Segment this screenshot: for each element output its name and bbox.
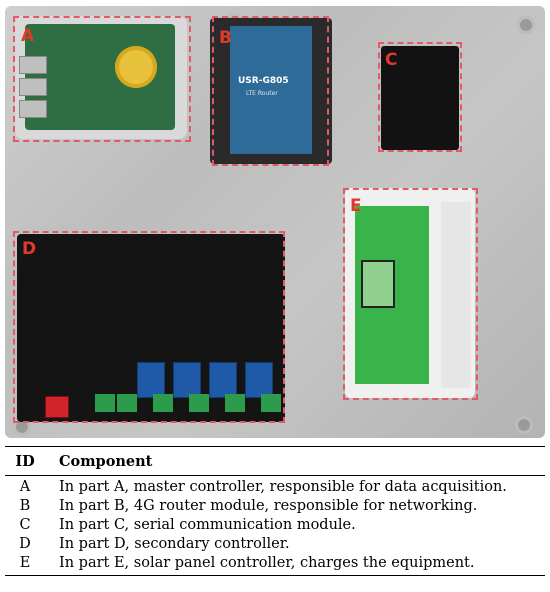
row-text: In part D, secondary controller. <box>59 536 290 552</box>
label-d: D <box>22 239 37 259</box>
table-row: B In part B, 4G router module, responsib… <box>5 497 545 516</box>
red-switch <box>45 396 69 418</box>
usb-port <box>19 56 47 74</box>
table-top-rule <box>5 446 545 447</box>
label-b: B <box>219 28 232 48</box>
table-row: E In part E, solar panel controller, cha… <box>5 554 545 573</box>
region-b-outline <box>212 16 329 166</box>
terminal-block <box>153 394 173 412</box>
component-b-router: USR-G805 LTE Router <box>210 18 332 164</box>
component-c-module <box>381 46 459 150</box>
region-a-outline <box>13 16 191 142</box>
row-text: In part A, master controller, responsibl… <box>59 479 507 495</box>
component-d-board <box>17 234 285 422</box>
region-c-outline <box>378 42 462 152</box>
table-mid-rule <box>5 475 545 476</box>
row-text: In part C, serial communication module. <box>59 517 356 533</box>
row-id: B <box>19 498 31 514</box>
table-bottom-rule <box>5 575 545 576</box>
row-id: D <box>19 536 31 552</box>
row-id: A <box>19 479 31 495</box>
hardware-photo: A USR-G805 LTE Router B C D E <box>5 6 545 438</box>
terminal-block <box>117 394 137 412</box>
router-brand: USR-G805 <box>238 76 289 86</box>
terminal-block <box>261 394 281 412</box>
vent-side <box>441 202 471 388</box>
row-text: In part E, solar panel controller, charg… <box>59 555 475 571</box>
region-e-outline <box>343 188 478 400</box>
label-e: E <box>350 196 362 216</box>
label-a: A <box>21 26 35 46</box>
usb-port <box>19 78 47 96</box>
table-row: C In part C, serial communication module… <box>5 516 545 535</box>
table-row: A In part A, master controller, responsi… <box>5 476 545 497</box>
router-face <box>230 26 312 154</box>
component-e-solar-controller <box>345 188 475 398</box>
ethernet-port <box>19 100 47 118</box>
router-model: LTE Router <box>246 90 278 97</box>
relay <box>137 362 165 398</box>
row-id: E <box>19 555 31 571</box>
relay <box>209 362 237 398</box>
terminal-block <box>225 394 245 412</box>
relay <box>173 362 201 398</box>
table-row: D In part D, secondary controller. <box>5 535 545 554</box>
label-c: C <box>385 50 398 70</box>
component-table: ID Component A In part A, master control… <box>5 446 545 576</box>
header-component: Component <box>59 453 153 470</box>
mounting-hole <box>515 416 533 434</box>
mounting-hole <box>517 16 535 34</box>
header-id: ID <box>15 453 35 470</box>
table-header: ID Component <box>5 447 545 473</box>
coin-battery <box>115 46 157 88</box>
region-d-outline <box>13 231 285 423</box>
lcd-screen <box>361 260 395 308</box>
row-id: C <box>19 517 31 533</box>
terminal-block <box>95 394 115 412</box>
row-text: In part B, 4G router module, responsible… <box>59 498 478 514</box>
component-a-board <box>15 16 187 139</box>
relay <box>245 362 273 398</box>
terminal-block <box>189 394 209 412</box>
